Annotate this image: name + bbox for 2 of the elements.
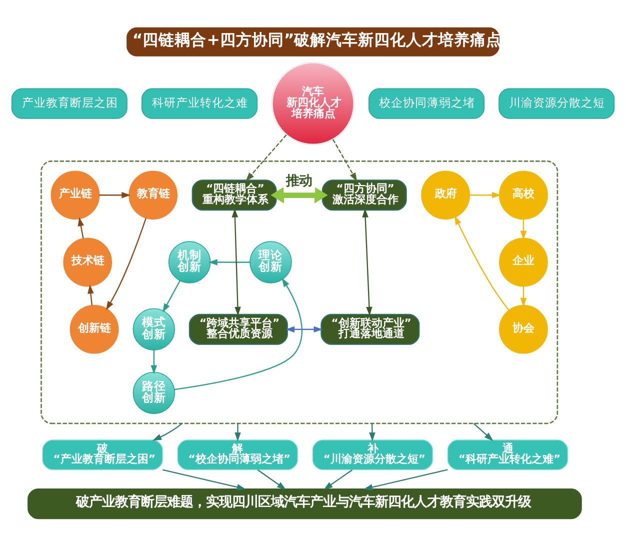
edge-label: 推动 bbox=[286, 174, 312, 189]
diagram-title: “四链耦合+四方协同”破解汽车新四化人才培养痛点 bbox=[132, 29, 502, 48]
